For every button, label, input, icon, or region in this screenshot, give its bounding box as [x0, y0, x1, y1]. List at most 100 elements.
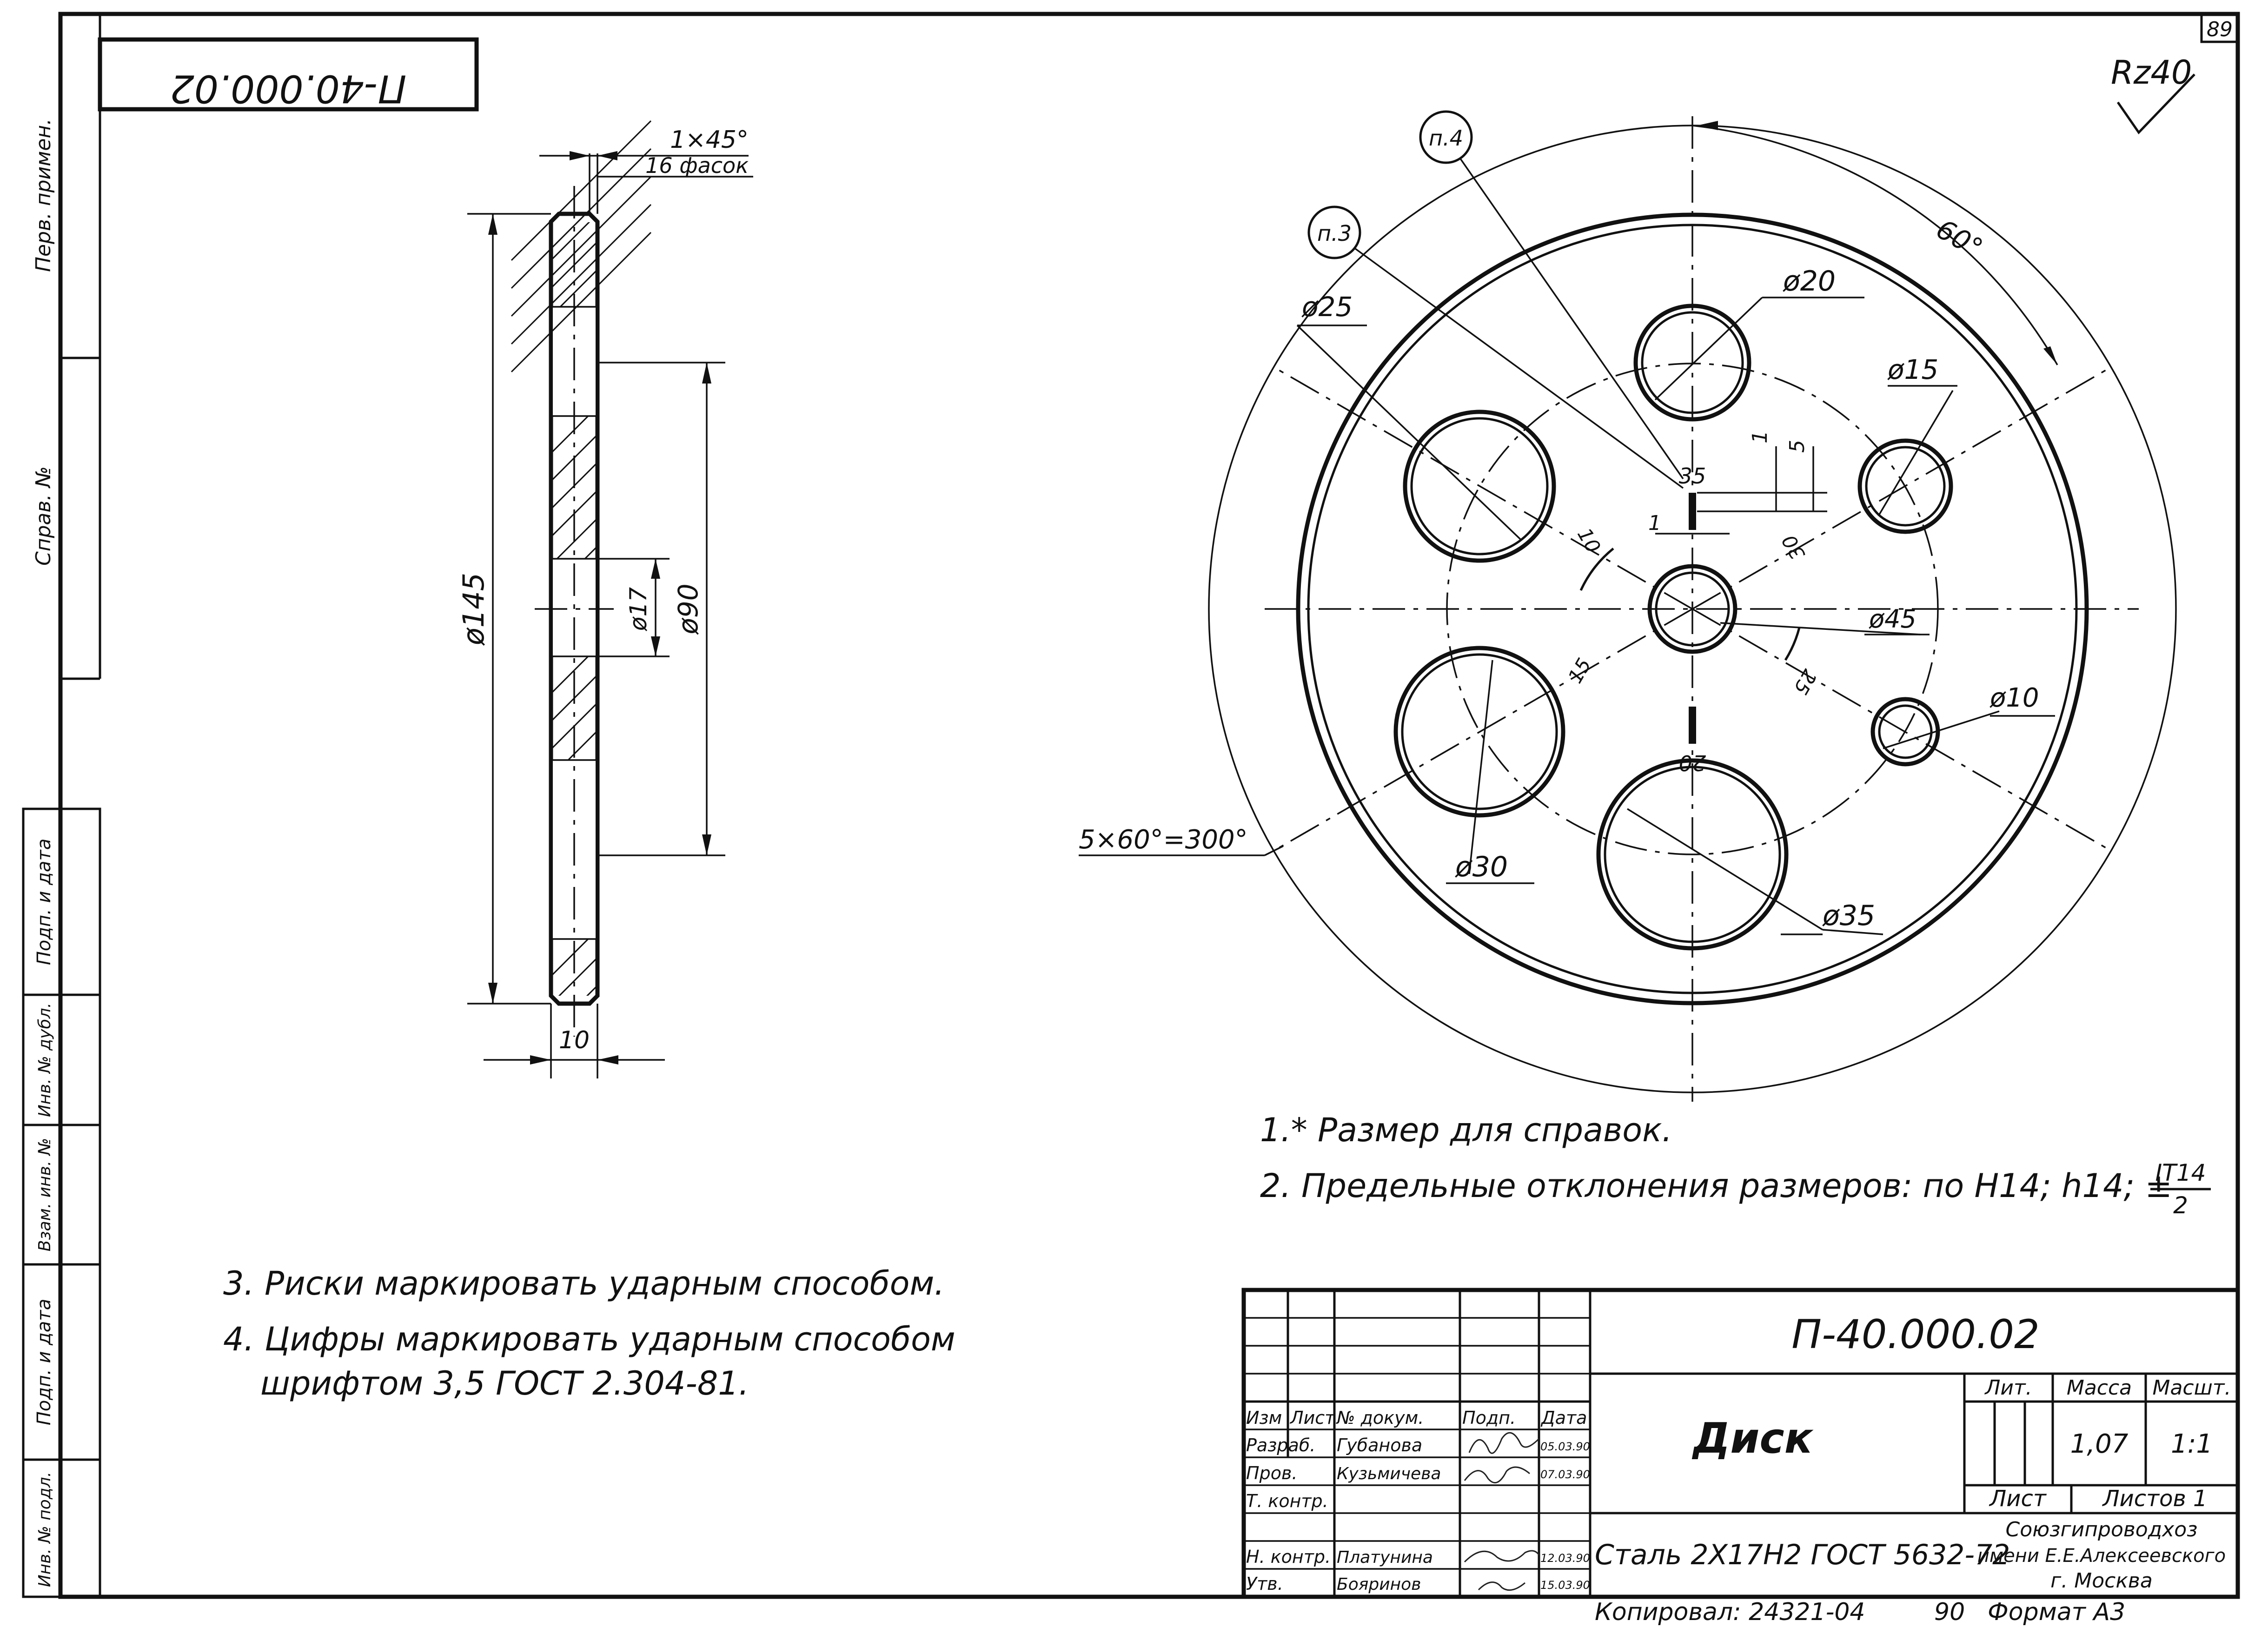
dim-hole-d10-text: ø10: [1989, 683, 2039, 713]
roughness-text: Rz40: [2111, 53, 2192, 92]
scale-value: 1:1: [2171, 1429, 2213, 1459]
mark-35: 35: [1679, 463, 1706, 489]
dim-hole-d20: ø20: [1654, 265, 1864, 401]
small-angle-arc-right: [1784, 627, 1801, 661]
org-line-2: имени Е.Е.Алексеевского: [1977, 1545, 2226, 1567]
callout-p3-text: п.3: [1317, 221, 1352, 246]
orig-inv-label: Инв. № подл.: [35, 1472, 54, 1587]
hdr-doc: № докум.: [1336, 1408, 1424, 1428]
scale-label: Масшт.: [2153, 1376, 2231, 1400]
dim-hole-d20-text: ø20: [1783, 265, 1836, 298]
note-4-cont: шрифтом 3,5 ГОСТ 2.304-81.: [260, 1364, 749, 1402]
dim-thickness-10: 10: [484, 1004, 665, 1078]
org-line-3: г. Москва: [2050, 1569, 2153, 1593]
sheet-label: Лист: [1989, 1486, 2047, 1512]
chamfer-callout: 1×45° 16 фасок: [539, 126, 753, 214]
dim-hole-d35: ø35: [1627, 808, 1883, 935]
hdr-sign: Подп.: [1462, 1408, 1516, 1428]
row-role-2: Т. контр.: [1246, 1491, 1328, 1511]
chamfer-size: 1×45°: [670, 126, 749, 154]
dim-hole-d30-text: ø30: [1455, 851, 1508, 883]
dim-hole-d30: ø30: [1446, 660, 1534, 884]
dim-angle-60: 60°: [1692, 121, 2058, 365]
row-date-4: 15.03.90: [1540, 1579, 1590, 1592]
note-2: 2. Предельные отклонения размеров: по H1…: [1260, 1167, 2172, 1205]
front-view: ø20 ø15 ø10 ø35 ø30 ø25: [1079, 110, 2177, 1102]
dup-inv-label: Инв. № дубл.: [35, 1003, 54, 1117]
tolerance-denominator: 2: [2173, 1192, 2188, 1219]
dim-dia-90-text: ø90: [672, 583, 704, 635]
drawing-code-mirrored: П-40.000.02: [170, 66, 407, 111]
dim-hole-d15: ø15: [1877, 354, 1957, 516]
dim-dia-17-text: ø17: [625, 587, 652, 631]
row-date-1: 07.03.90: [1540, 1468, 1590, 1481]
hdr-date: Дата: [1540, 1408, 1587, 1428]
dim-angle-300-text: 5×60°=300°: [1079, 825, 1248, 855]
note-4: 4. Цифры маркировать ударным способом: [223, 1320, 955, 1358]
format-label: Формат А3: [1988, 1598, 2125, 1626]
callout-p4-text: п.4: [1429, 126, 1463, 151]
roughness-symbol: Rz40: [2111, 53, 2195, 134]
hole-d30: [1393, 646, 1565, 818]
signature-norm-control: [1464, 1550, 1540, 1563]
side-view-section: ø145 ø90 ø17 10: [457, 120, 753, 1078]
dim-dia-145: ø145: [457, 213, 551, 1005]
mark-10: 10: [1573, 524, 1605, 557]
dim-thickness-text: 10: [559, 1026, 590, 1054]
dim-center-hole: ø45: [1720, 604, 1930, 635]
signature-approver: [1478, 1581, 1525, 1591]
page-number-box: [2200, 13, 2239, 43]
row-person-1: Кузьмичева: [1337, 1464, 1441, 1483]
note-1: 1.* Размер для справок.: [1260, 1111, 1672, 1149]
title-material: Сталь 2Х17Н2 ГОСТ 5632-72: [1595, 1539, 2010, 1571]
hole-d25: [1403, 410, 1556, 563]
title-name: Диск: [1691, 1414, 1814, 1463]
drawing-frame: [58, 12, 2240, 1599]
row-role-4: Утв.: [1246, 1574, 1283, 1594]
hdr-izm: Изм: [1246, 1408, 1282, 1428]
sheets-label: Листов 1: [2102, 1486, 2207, 1512]
title-block: П-40.000.02 Диск Сталь 2Х17Н2 ГОСТ 5632-…: [1241, 1288, 2240, 1599]
mark-dim-5: 5: [1785, 440, 1809, 453]
dim-hole-d35-text: ø35: [1822, 899, 1875, 932]
notes-right: 1.* Размер для справок. 2. Предельные от…: [1260, 1111, 2211, 1219]
page-number: 89: [2207, 18, 2233, 41]
small-angle-arc-left: [1579, 548, 1614, 591]
row-date-3: 12.03.90: [1540, 1552, 1590, 1565]
row-date-0: 05.03.90: [1540, 1440, 1590, 1453]
org-line-1: Союзгипроводхоз: [2005, 1518, 2197, 1541]
copied-by: Копировал: 24321-04: [1595, 1598, 1865, 1626]
center-hole-d17: [1647, 564, 1737, 654]
hole-d20: [1633, 304, 1751, 422]
callout-p3: п.3: [1307, 205, 1684, 489]
hole-d35: [1596, 758, 1789, 951]
row-person-0: Губанова: [1337, 1435, 1422, 1455]
title-designation: П-40.000.02: [1791, 1311, 2039, 1358]
callout-p4: п.4: [1419, 110, 1684, 479]
disk-section-outline: [549, 212, 600, 1006]
dim-center-hole-text: ø45: [1869, 604, 1917, 634]
dim-hole-d25: ø25: [1296, 291, 1521, 540]
first-use-label: Перв. примен.: [32, 119, 55, 272]
dim-dia-145-text: ø145: [457, 573, 491, 646]
mark-20: 20: [1679, 750, 1706, 775]
mass-value: 1,07: [2070, 1429, 2129, 1459]
notes-left: 3. Риски маркировать ударным способом. 4…: [223, 1264, 955, 1402]
mark-15: 15: [1564, 654, 1596, 687]
chamfer-count: 16 фасок: [645, 153, 749, 178]
note-3: 3. Риски маркировать ударным способом.: [223, 1264, 945, 1303]
mark-dims: 1 5 1: [1648, 430, 1827, 535]
dim-hole-d10: ø10: [1883, 683, 2055, 749]
mark-dim-1: 1: [1748, 430, 1772, 443]
row-person-3: Платунина: [1337, 1548, 1433, 1567]
dim-hole-d25-text: ø25: [1301, 291, 1353, 323]
sign-date-label-1: Подп. и дата: [33, 839, 55, 965]
hole-d15: [1857, 438, 1953, 534]
mark-30: 30: [1777, 531, 1810, 564]
mass-label: Масса: [2067, 1376, 2132, 1400]
replace-inv-label: Взам. инв. №: [35, 1138, 54, 1251]
hdr-list: Лист: [1289, 1408, 1336, 1428]
row-role-3: Н. контр.: [1246, 1547, 1331, 1567]
mark-25: 25: [1789, 666, 1821, 699]
